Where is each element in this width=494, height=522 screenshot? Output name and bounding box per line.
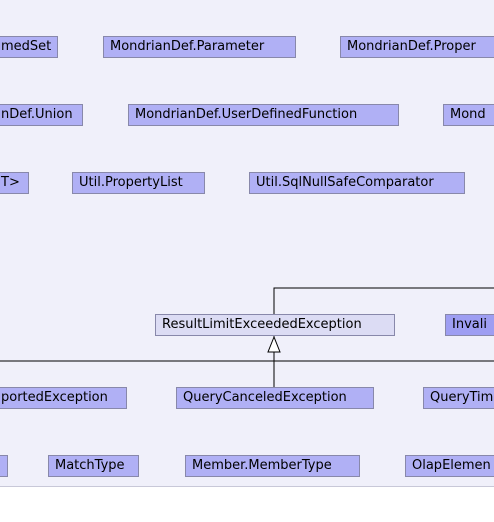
node-util-property-list[interactable]: Util.PropertyList — [72, 172, 205, 194]
node-match-type[interactable]: MatchType — [48, 455, 139, 477]
node-member-member-type[interactable]: Member.MemberType — [185, 455, 360, 477]
inheritance-edges — [0, 287, 494, 387]
node-mondrian-def-parameter[interactable]: MondrianDef.Parameter — [103, 36, 296, 58]
node-generic-type[interactable]: T> — [0, 172, 29, 194]
node-mondrian-def-user-defined-function[interactable]: MondrianDef.UserDefinedFunction — [128, 104, 399, 126]
node-label: MondrianDef.Proper — [347, 39, 476, 54]
node-label: MatchType — [55, 458, 125, 473]
node-partial[interactable] — [0, 455, 8, 477]
node-label: QueryTim — [430, 390, 494, 405]
node-unsupported-exception[interactable]: portedException — [0, 387, 127, 409]
node-label: ResultLimitExceededException — [162, 317, 362, 332]
node-mondrian-def-cut[interactable]: Mond — [443, 104, 494, 126]
inheritance-arrowhead — [267, 335, 281, 353]
node-invalid[interactable]: Invali — [445, 314, 494, 336]
node-label: Member.MemberType — [192, 458, 332, 473]
node-label: MondrianDef.Parameter — [110, 39, 265, 54]
node-label: Invali — [452, 317, 487, 332]
node-mondrian-def-property[interactable]: MondrianDef.Proper — [340, 36, 494, 58]
node-query-canceled-exception[interactable]: QueryCanceledException — [176, 387, 374, 409]
node-olap-element[interactable]: OlapElemen — [405, 455, 494, 477]
node-label: Util.SqlNullSafeComparator — [256, 175, 434, 190]
node-label: nDef.Union — [1, 107, 73, 122]
node-label: medSet — [1, 39, 52, 54]
node-named-set[interactable]: medSet — [0, 36, 58, 58]
node-mondrian-def-union[interactable]: nDef.Union — [0, 104, 83, 126]
node-label: QueryCanceledException — [183, 390, 347, 405]
node-label: portedException — [1, 390, 108, 405]
node-result-limit-exceeded-exception[interactable]: ResultLimitExceededException — [155, 314, 395, 336]
node-label: MondrianDef.UserDefinedFunction — [135, 107, 358, 122]
node-label: Util.PropertyList — [79, 175, 183, 190]
node-label: T> — [1, 175, 20, 190]
node-label: Mond — [450, 107, 486, 122]
node-query-timeout[interactable]: QueryTim — [423, 387, 494, 409]
bottom-strip — [0, 486, 494, 522]
node-label: OlapElemen — [412, 458, 491, 473]
node-util-sql-null-safe-comparator[interactable]: Util.SqlNullSafeComparator — [249, 172, 465, 194]
